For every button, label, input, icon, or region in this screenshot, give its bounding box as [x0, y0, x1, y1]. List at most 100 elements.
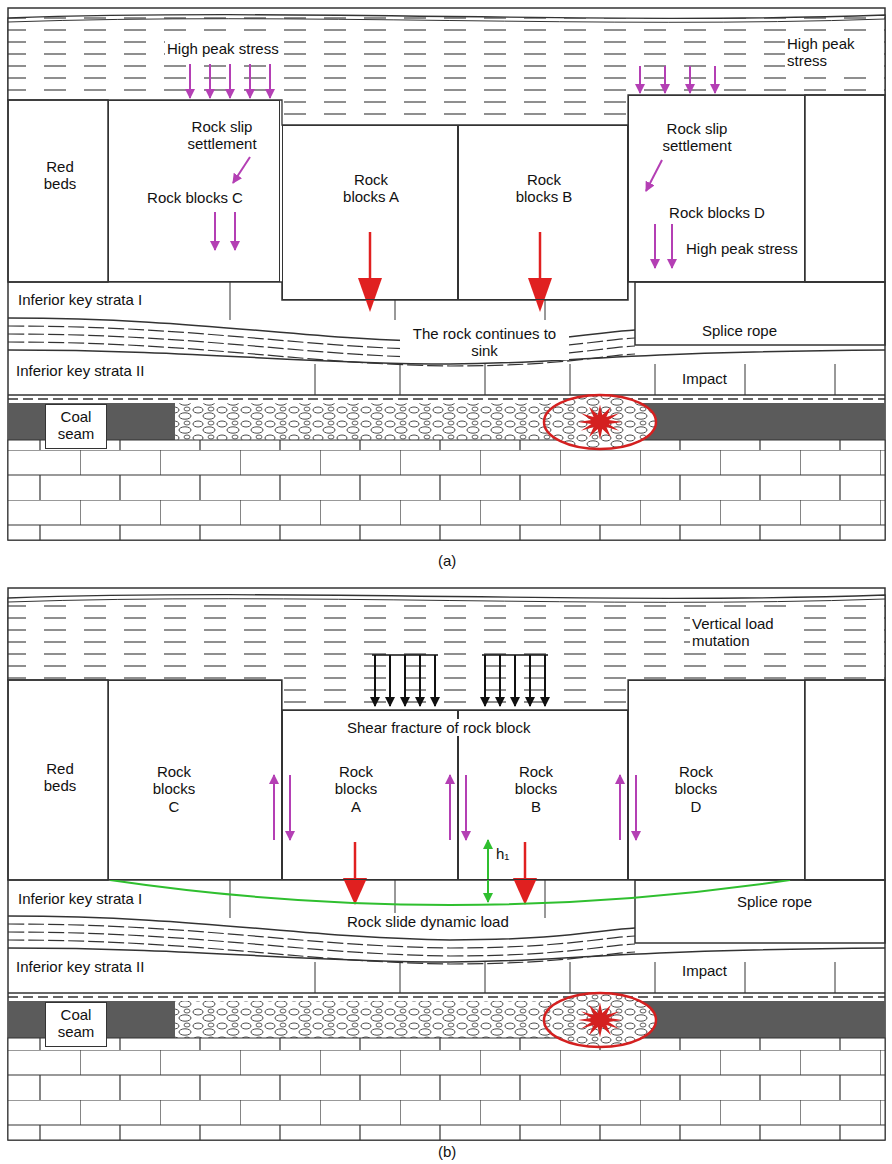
stratum-label: Inferior key strata I	[16, 291, 144, 308]
joint-line	[315, 364, 316, 395]
joint-line	[835, 364, 836, 395]
load-arrow	[544, 655, 546, 706]
roof-line	[8, 996, 885, 997]
key-strata-boundary	[8, 394, 885, 395]
load-arrow	[484, 655, 486, 706]
dynamic-load-label: Rock slide dynamic load	[345, 913, 511, 930]
block-label: Rock blocks D	[669, 763, 723, 815]
coal-seam	[8, 1001, 885, 1038]
joint-line	[745, 364, 746, 395]
joint-line	[745, 962, 746, 993]
shear-arrow	[619, 775, 621, 840]
stratum-label: Red beds	[28, 760, 92, 795]
block-label: Coal seam	[46, 1003, 106, 1044]
load-bar	[372, 654, 438, 656]
panel-frame	[8, 588, 885, 1140]
thin-layer	[8, 924, 635, 948]
load-arrow	[434, 655, 436, 706]
shear-arrow	[449, 775, 451, 840]
coal-seam	[8, 403, 885, 440]
splice-rope-zone	[635, 282, 885, 345]
rock-block: Rock blocks C	[108, 680, 282, 880]
joint-line	[230, 282, 231, 320]
sink-label: The rock continues to sink	[400, 325, 569, 360]
key-strata-boundary	[8, 916, 635, 940]
load-arrow	[499, 655, 501, 706]
load-arrow	[374, 655, 376, 706]
stress-arrow	[671, 224, 673, 268]
stress-arrow	[229, 64, 231, 98]
stratum-label: Inferior key strata I	[16, 890, 144, 907]
key-strata-boundary	[8, 992, 885, 993]
joint-line	[485, 364, 486, 395]
stress-arrow	[269, 64, 271, 98]
stress-arrow	[189, 64, 191, 98]
load-arrow	[419, 655, 421, 706]
fracture-label: Shear fracture of rock block	[345, 719, 532, 736]
stress-arrow	[639, 66, 641, 93]
impact-burst	[578, 1002, 622, 1037]
joint-line	[545, 300, 546, 320]
shear-arrow	[635, 775, 637, 840]
shear-arrow	[465, 775, 467, 840]
load-arrow	[529, 655, 531, 706]
joint-line	[315, 962, 316, 993]
joint-line	[570, 962, 571, 993]
stratum-label: Inferior key strata II	[14, 362, 146, 379]
impact-burst	[578, 404, 622, 439]
h1-dimension	[487, 840, 489, 902]
slip-arrow	[233, 157, 250, 183]
goaf-rubble	[175, 1001, 560, 1038]
panel-label: (a)	[436, 552, 458, 569]
red-beds-block	[8, 680, 108, 880]
roof-line	[8, 398, 885, 399]
joint-line	[485, 962, 486, 993]
stress-arrow	[654, 224, 656, 268]
panel-frame	[8, 8, 885, 540]
splice-label: Splice rope	[700, 322, 779, 339]
load-arrow	[389, 655, 391, 706]
splice-rope-zone	[635, 880, 885, 943]
impact-zone	[544, 395, 656, 449]
rock-block	[805, 680, 885, 880]
floor-strata	[8, 440, 885, 540]
panel	[8, 8, 885, 540]
coal-seam-box: Coal seam	[45, 1002, 107, 1047]
load-arrow-head	[513, 878, 537, 905]
slip-arrow	[646, 160, 662, 191]
load-arrow	[514, 655, 516, 706]
stratum-label: Red beds	[28, 158, 92, 193]
joint-line	[835, 962, 836, 993]
load-label: Vertical load mutation	[690, 615, 804, 650]
layer-line	[8, 599, 885, 603]
impact-label: Impact	[680, 962, 729, 979]
load-arrow-stem	[539, 232, 542, 278]
block-label: Rock blocks D	[653, 204, 781, 221]
stress-label: High peak stress	[165, 40, 281, 57]
red-beds-block	[8, 100, 108, 282]
rock-block	[805, 95, 885, 282]
block-label: Rock blocks B	[509, 763, 563, 815]
joint-line	[230, 880, 231, 918]
stress-arrow	[249, 64, 251, 98]
load-bar	[482, 654, 548, 656]
stress-arrow	[664, 66, 666, 93]
block-label: Coal seam	[46, 405, 106, 446]
joint-line	[400, 364, 401, 395]
coal-seam-box: Coal seam	[45, 404, 107, 449]
block-label: Rock blocks A	[331, 171, 411, 206]
stratum-label: Inferior key strata II	[14, 958, 146, 975]
load-arrow-stem	[354, 842, 357, 878]
load-arrow-stem	[369, 232, 372, 278]
stress-label: High peak stress	[785, 35, 884, 70]
load-arrow	[404, 655, 406, 706]
splice-label: Splice rope	[735, 893, 814, 910]
shear-arrow	[273, 775, 275, 840]
rock-block: Rock blocks B	[458, 125, 628, 300]
block-label: Rock blocks B	[504, 171, 584, 206]
stress-arrow	[209, 64, 211, 98]
shear-arrow	[289, 775, 291, 840]
load-arrow-head	[528, 278, 552, 312]
stress-arrow	[714, 66, 716, 93]
